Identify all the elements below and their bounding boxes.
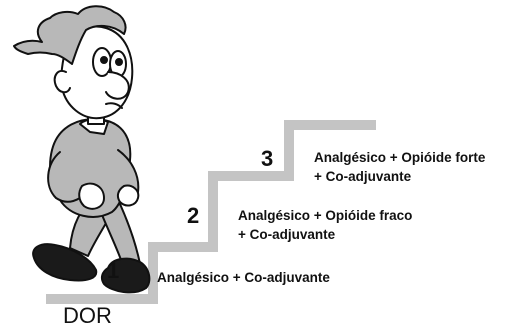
ear: [53, 70, 71, 94]
left-hand: [78, 182, 105, 210]
step-2-number: 2: [187, 203, 200, 228]
staircase-outline: [46, 120, 376, 304]
nose: [105, 71, 130, 100]
right-pupil: [115, 58, 123, 66]
step-1-line-1: Analgésico + Co-adjuvante: [157, 270, 330, 285]
step-2-description: Analgésico + Opióide fraco + Co-adjuvant…: [238, 206, 412, 244]
step-2-line-2: + Co-adjuvante: [238, 227, 336, 242]
left-pupil: [100, 56, 108, 64]
step-1-number: 1: [107, 258, 120, 283]
front-shoe: [100, 257, 151, 294]
step-3-number: 3: [261, 146, 274, 171]
hair: [13, 5, 127, 65]
right-hand: [116, 184, 140, 207]
back-shoe: [32, 243, 98, 282]
step-3-description: Analgésico + Opióide forte + Co-adjuvant…: [314, 148, 485, 186]
step-3-line-1: Analgésico + Opióide forte: [314, 150, 486, 165]
step-3-line-2: + Co-adjuvante: [314, 169, 412, 184]
mouth: [105, 102, 123, 109]
pain-label: DOR: [63, 303, 112, 328]
step-1-description: Analgésico + Co-adjuvante: [157, 268, 330, 287]
step-2-line-1: Analgésico + Opióide fraco: [238, 208, 413, 223]
